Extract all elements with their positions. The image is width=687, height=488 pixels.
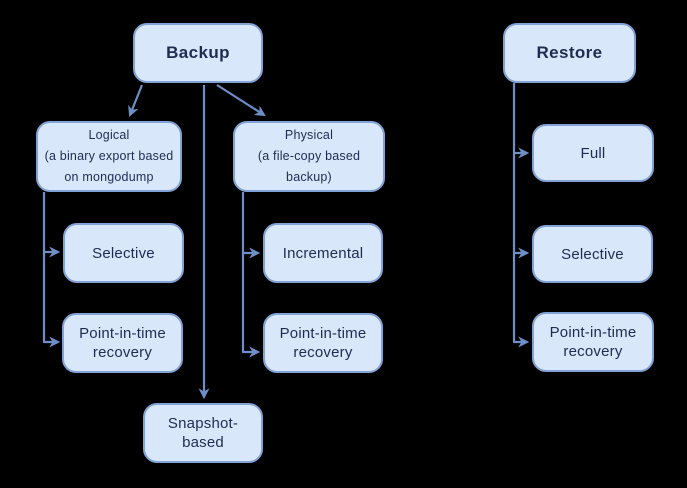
node-selective-restore: Selective [532, 225, 653, 283]
node-point-in-time-recovery-logical: Point-in-time recovery [62, 313, 183, 373]
node-backup: Backup [133, 23, 263, 83]
node-selective-restore-label: Selective [561, 245, 624, 263]
node-physical: Physical (a file-copy based backup) [233, 121, 385, 192]
node-pitr-restore-label: Point-in-time recovery [549, 324, 637, 360]
node-pitr-logical-label: Point-in-time recovery [79, 325, 166, 361]
node-full-label: Full [580, 144, 606, 162]
edge-physical-pitr [241, 192, 261, 358]
edge-restore-pitr [512, 83, 530, 348]
edge-logical-pitr [42, 192, 61, 348]
node-incremental: Incremental [263, 223, 383, 283]
node-selective-backup-label: Selective [92, 244, 155, 262]
edge-backup-logical [128, 84, 144, 118]
node-point-in-time-recovery-physical: Point-in-time recovery [263, 313, 383, 373]
node-point-in-time-recovery-restore: Point-in-time recovery [532, 312, 654, 372]
node-pitr-physical-label: Point-in-time recovery [279, 325, 367, 361]
node-selective-backup: Selective [63, 223, 184, 283]
node-full: Full [532, 124, 654, 182]
node-incremental-label: Incremental [282, 244, 364, 262]
node-logical-label: Logical (a binary export based on mongod… [44, 128, 174, 184]
node-logical: Logical (a binary export based on mongod… [36, 121, 182, 192]
node-snapshot-based: Snapshot- based [143, 403, 263, 463]
node-backup-label: Backup [166, 43, 230, 62]
node-restore: Restore [503, 23, 636, 83]
node-restore-label: Restore [536, 43, 603, 62]
edge-backup-physical [216, 84, 266, 117]
node-snapshot-label: Snapshot- based [167, 415, 239, 451]
node-physical-label: Physical (a file-copy based backup) [257, 128, 361, 184]
